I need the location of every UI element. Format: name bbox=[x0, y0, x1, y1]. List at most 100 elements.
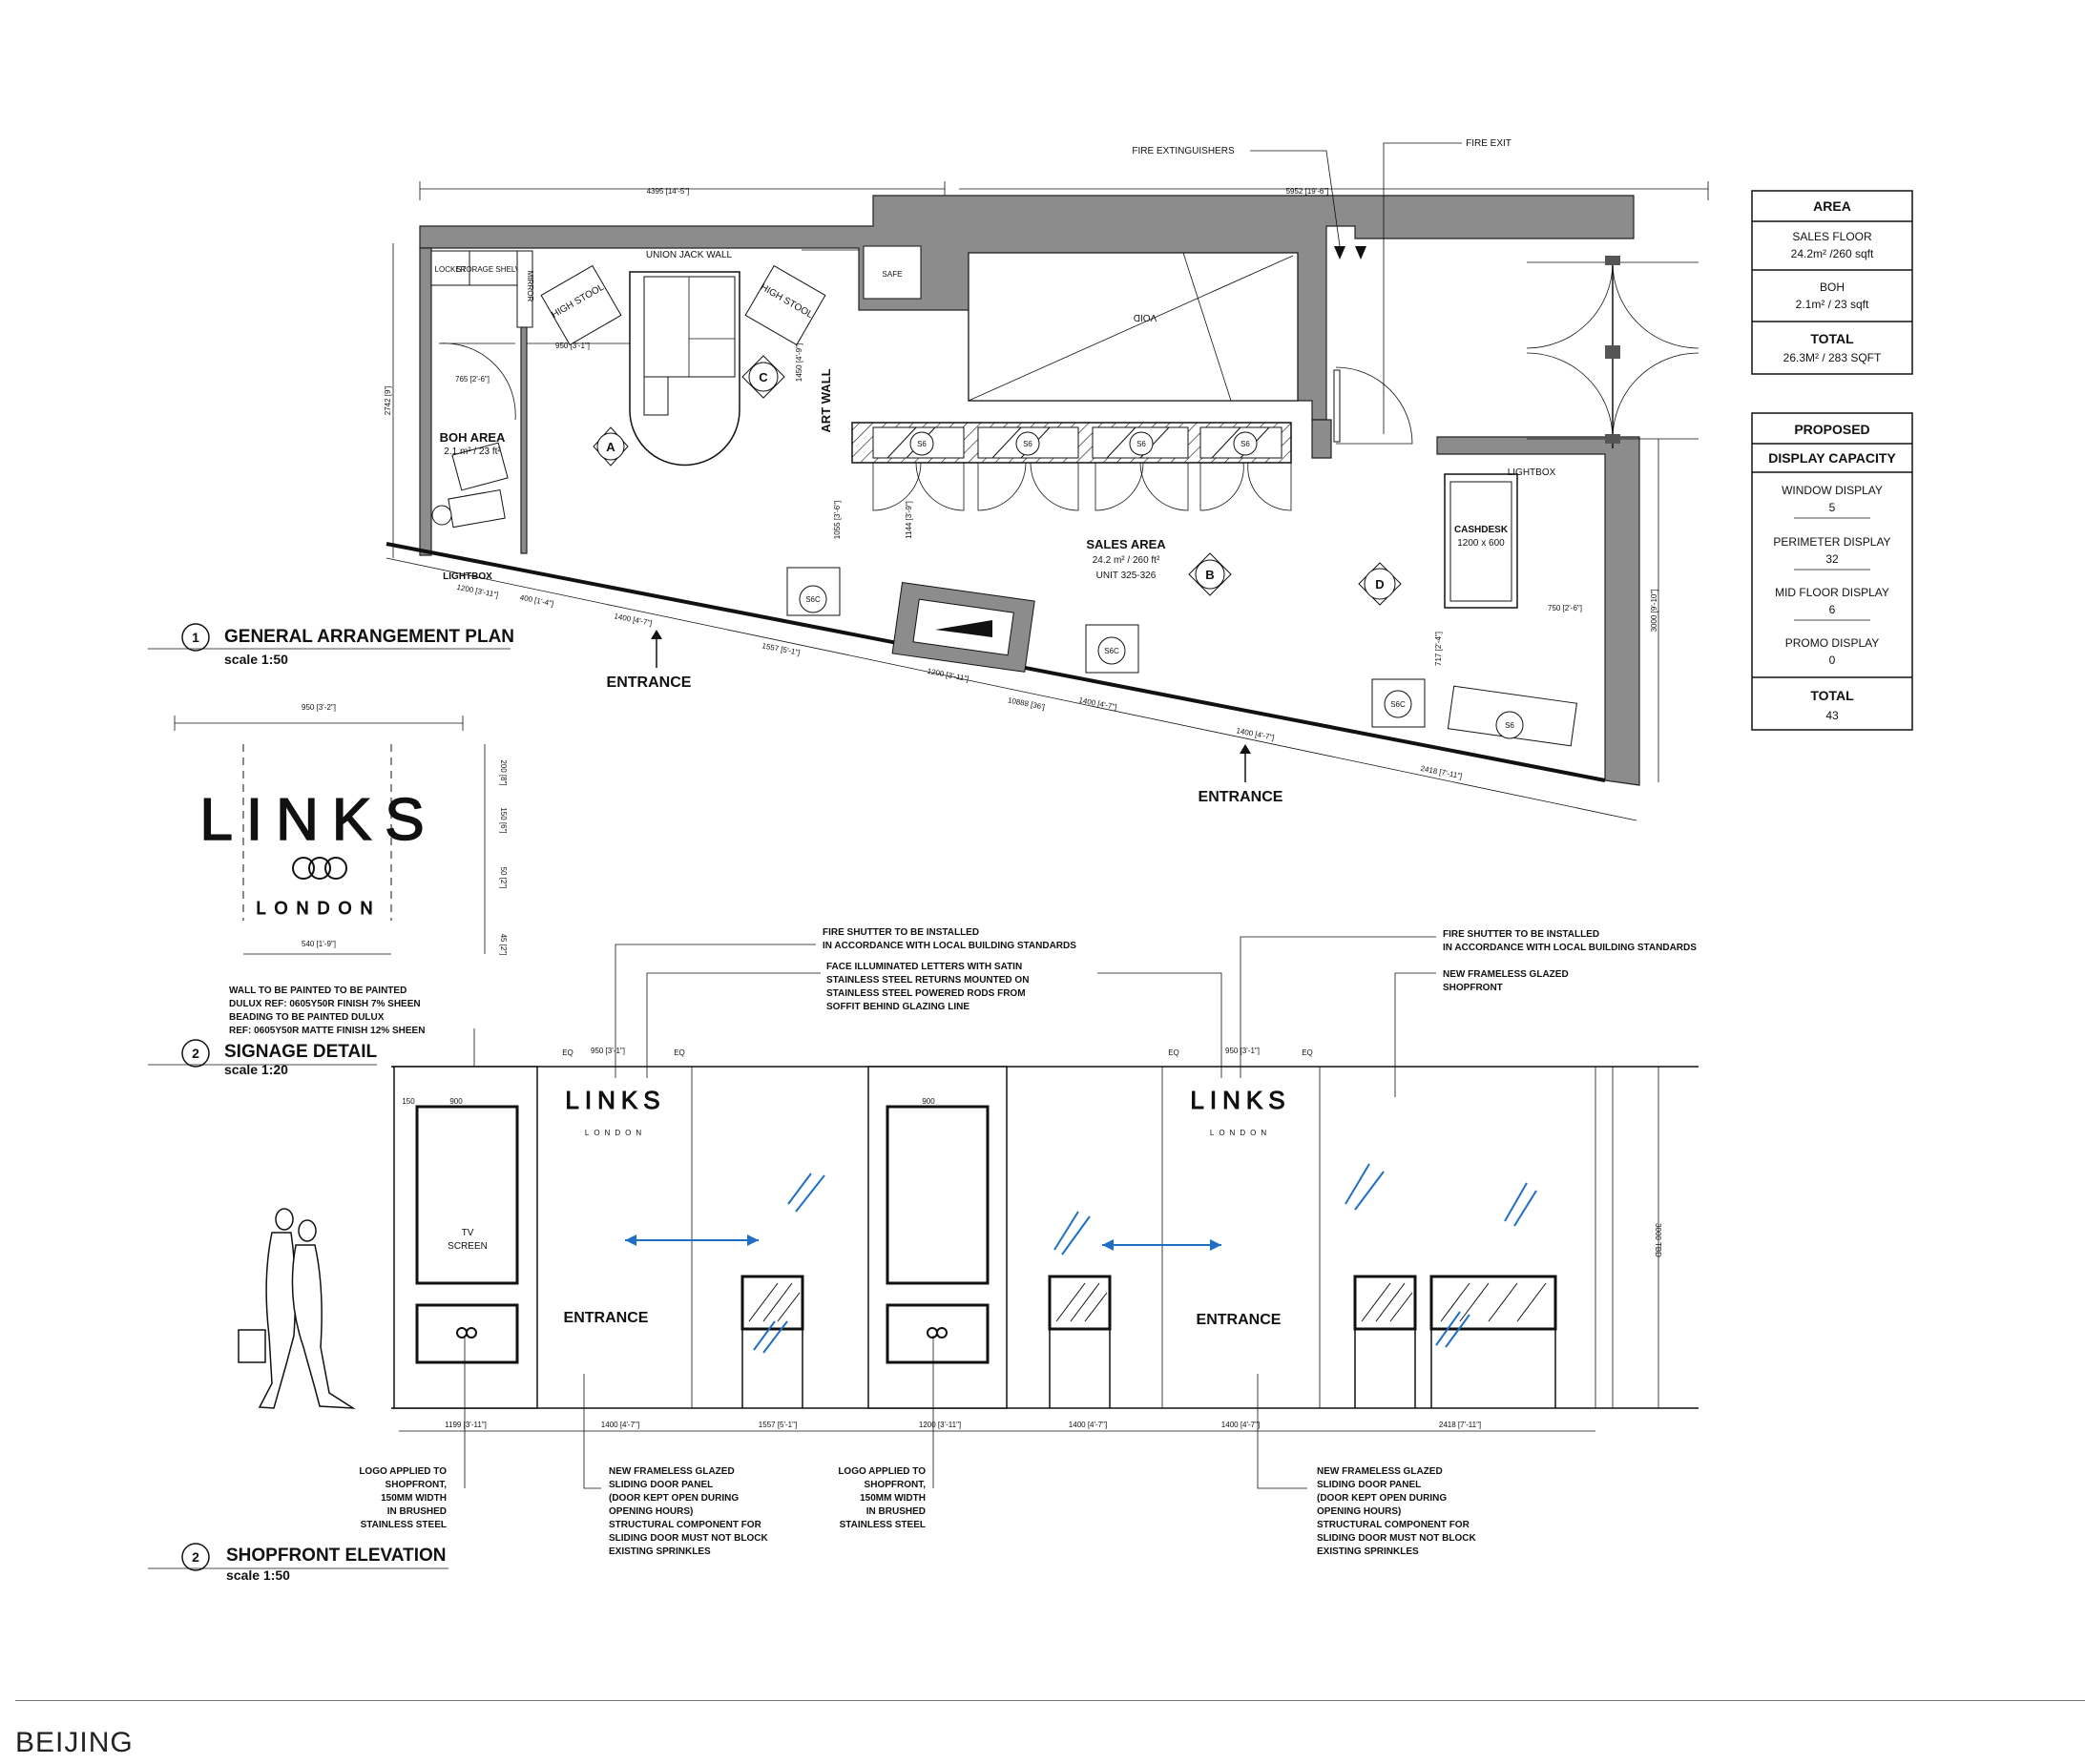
elevation-number: 2 bbox=[192, 1549, 199, 1565]
glass-reflection-marks bbox=[753, 1163, 1537, 1354]
display-case-2 bbox=[1048, 1275, 1112, 1408]
elev-dim-2: 1400 [4'-7"] bbox=[601, 1421, 639, 1429]
dim-bottom-1: 1200 [3'-11"] bbox=[456, 583, 499, 599]
note-wall-paint: WALL TO BE PAINTED TO BE PAINTED DULUX R… bbox=[229, 986, 425, 1036]
note-letters: FACE ILLUMINATED LETTERS WITH SATIN STAI… bbox=[826, 962, 1029, 1012]
sales-area-size: 24.2 m² / 260 ft² bbox=[1093, 555, 1160, 566]
dim-bottom-5: 1200 [3'-11"] bbox=[927, 667, 970, 683]
svg-text:DULUX REF: 0605Y50R FINISH 7%: DULUX REF: 0605Y50R FINISH 7% SHEEN bbox=[229, 999, 421, 1009]
elevation-title: SHOPFRONT ELEVATION bbox=[226, 1546, 446, 1566]
lightbox-label-2: LIGHTBOX bbox=[1508, 467, 1556, 478]
mid-floor-fixture-1: S6C bbox=[786, 567, 841, 616]
svg-text:STRUCTURAL COMPONENT FOR: STRUCTURAL COMPONENT FOR bbox=[609, 1520, 762, 1530]
dim-bottom-total: 10888 [36'] bbox=[1007, 695, 1045, 711]
display-case-3 bbox=[1353, 1275, 1417, 1408]
note-logo-2: LOGO APPLIED TO SHOPFRONT, 150MM WIDTH I… bbox=[838, 1466, 926, 1530]
svg-text:OPENING HOURS): OPENING HOURS) bbox=[609, 1506, 693, 1517]
union-jack-wall-label: UNION JACK WALL bbox=[646, 250, 733, 260]
sales-area-label: SALES AREA bbox=[1086, 537, 1166, 551]
fire-extinguishers-label: FIRE EXTINGUISHERS bbox=[1132, 146, 1235, 156]
svg-text:STRUCTURAL COMPONENT FOR: STRUCTURAL COMPONENT FOR bbox=[1317, 1520, 1470, 1530]
fire-exit-label: FIRE EXIT bbox=[1466, 138, 1512, 149]
plan-number: 1 bbox=[192, 630, 199, 645]
dim-950-1: 950 [3'-1"] bbox=[591, 1047, 625, 1055]
svg-text:FIRE SHUTTER TO BE INSTALLED: FIRE SHUTTER TO BE INSTALLED bbox=[823, 927, 979, 938]
ceiling-dim: 3000 TBD bbox=[1654, 1223, 1662, 1257]
dim-750: 750 [2'-6"] bbox=[1548, 604, 1582, 612]
dim-bottom-8: 2418 [7'-11"] bbox=[1420, 764, 1463, 780]
dim-900-2: 900 bbox=[922, 1097, 935, 1106]
dim-top-left: 4395 [14'-5"] bbox=[647, 187, 690, 196]
svg-text:SAFE: SAFE bbox=[883, 270, 903, 279]
svg-text:IN ACCORDANCE WITH LOCAL BUILD: IN ACCORDANCE WITH LOCAL BUILDING STANDA… bbox=[823, 941, 1076, 951]
boh-area-label: BOH AREA bbox=[440, 430, 506, 445]
signage-logo-sub: LONDON bbox=[256, 899, 381, 918]
svg-text:SLIDING DOOR PANEL: SLIDING DOOR PANEL bbox=[609, 1480, 713, 1490]
svg-text:S6C: S6C bbox=[1104, 647, 1119, 655]
svg-text:150MM WIDTH: 150MM WIDTH bbox=[381, 1493, 447, 1504]
general-arrangement-plan: 4395 [14'-5"] 5952 [19'-6"] 2742 [9'] 30… bbox=[148, 138, 1709, 821]
fixture-s6-1: S6 bbox=[917, 440, 927, 448]
tv-screen-label-2: SCREEN bbox=[448, 1241, 488, 1252]
fixture-s6-2: S6 bbox=[1023, 440, 1032, 448]
dim-bottom-3: 1400 [4'-7"] bbox=[614, 612, 653, 628]
fixture-s6-3: S6 bbox=[1136, 440, 1146, 448]
svg-text:REF: 0605Y50R MATTE FINISH 12%: REF: 0605Y50R MATTE FINISH 12% SHEEN bbox=[229, 1026, 425, 1036]
footer-location: BEIJING bbox=[15, 1727, 134, 1758]
svg-text:NEW FRAMELESS GLAZED: NEW FRAMELESS GLAZED bbox=[1317, 1466, 1443, 1477]
eq-1: EQ bbox=[562, 1048, 573, 1057]
svg-text:NEW FRAMELESS GLAZED: NEW FRAMELESS GLAZED bbox=[609, 1466, 735, 1477]
capacity-window-label: WINDOW DISPLAY bbox=[1782, 484, 1883, 497]
elev-logo-main-2: LINKS bbox=[1190, 1086, 1290, 1114]
signage-scale: scale 1:20 bbox=[224, 1062, 288, 1077]
area-sales-floor-value: 24.2m² /260 sqft bbox=[1791, 247, 1874, 260]
svg-text:SLIDING DOOR PANEL: SLIDING DOOR PANEL bbox=[1317, 1480, 1421, 1490]
note-logo-1: LOGO APPLIED TO SHOPFRONT, 150MM WIDTH I… bbox=[359, 1466, 447, 1530]
elev-logo-main-1: LINKS bbox=[565, 1086, 665, 1114]
capacity-promo-label: PROMO DISPLAY bbox=[1785, 636, 1879, 650]
signage-links-rings bbox=[292, 857, 347, 880]
boh-area-size: 2.1 m² / 23 ft² bbox=[444, 446, 501, 457]
shopfront-elevation: WALL TO BE PAINTED TO BE PAINTED DULUX R… bbox=[148, 927, 1699, 1583]
svg-text:IN BRUSHED: IN BRUSHED bbox=[387, 1506, 447, 1517]
svg-text:LOGO APPLIED TO: LOGO APPLIED TO bbox=[838, 1466, 926, 1477]
plan-column bbox=[1311, 419, 1332, 459]
capacity-midfloor-value: 6 bbox=[1829, 603, 1836, 616]
capacity-midfloor-label: MID FLOOR DISPLAY bbox=[1775, 586, 1889, 599]
svg-text:EXISTING SPRINKLES: EXISTING SPRINKLES bbox=[1317, 1546, 1419, 1557]
svg-text:STAINLESS STEEL RETURNS MOUNTE: STAINLESS STEEL RETURNS MOUNTED ON bbox=[826, 975, 1029, 986]
entrance-label-2: ENTRANCE bbox=[1199, 789, 1283, 805]
note-door-2: NEW FRAMELESS GLAZED SLIDING DOOR PANEL … bbox=[1317, 1466, 1476, 1557]
capacity-perimeter-value: 32 bbox=[1825, 552, 1839, 566]
lightbox-label-1: LIGHTBOX bbox=[443, 571, 492, 582]
dim-150-1: 150 bbox=[402, 1097, 415, 1106]
capacity-header-2: DISPLAY CAPACITY bbox=[1768, 450, 1896, 466]
svg-text:SHOPFRONT: SHOPFRONT bbox=[1443, 983, 1503, 993]
svg-text:SHOPFRONT,: SHOPFRONT, bbox=[386, 1480, 448, 1490]
dim-1055: 1055 [3'-6"] bbox=[833, 501, 842, 539]
window-displays: S6 S6 S6 S6 bbox=[851, 422, 1292, 511]
display-capacity-table: PROPOSED DISPLAY CAPACITY WINDOW DISPLAY… bbox=[1751, 412, 1913, 731]
area-table: AREA SALES FLOOR 24.2m² /260 sqft BOH 2.… bbox=[1751, 190, 1913, 375]
capacity-promo-value: 0 bbox=[1829, 654, 1836, 667]
elevation-scale: scale 1:50 bbox=[226, 1567, 290, 1583]
svg-text:D: D bbox=[1375, 577, 1384, 591]
plan-scale: scale 1:50 bbox=[224, 652, 288, 667]
eq-2: EQ bbox=[674, 1048, 685, 1057]
area-total-value: 26.3M² / 283 SQFT bbox=[1783, 351, 1882, 364]
svg-text:(DOOR KEPT OPEN DURING: (DOOR KEPT OPEN DURING bbox=[609, 1493, 739, 1504]
dim-left-height: 2742 [9'] bbox=[384, 386, 392, 415]
elev-dim-1: 1199 [3'-11"] bbox=[445, 1421, 487, 1429]
svg-text:EXISTING SPRINKLES: EXISTING SPRINKLES bbox=[609, 1546, 711, 1557]
note-door-1: NEW FRAMELESS GLAZED SLIDING DOOR PANEL … bbox=[609, 1466, 768, 1557]
svg-text:WALL TO BE PAINTED TO BE PAINT: WALL TO BE PAINTED TO BE PAINTED bbox=[229, 986, 407, 996]
svg-text:C: C bbox=[759, 370, 768, 384]
elev-entrance-2: ENTRANCE bbox=[1197, 1312, 1282, 1328]
void-label: VOID bbox=[1134, 312, 1157, 322]
zone-marker-d: D bbox=[1358, 562, 1402, 606]
svg-text:SOFFIT BEHIND GLAZING LINE: SOFFIT BEHIND GLAZING LINE bbox=[826, 1002, 970, 1012]
dim-900-1: 900 bbox=[449, 1097, 463, 1106]
elev-dim-5: 1400 [4'-7"] bbox=[1069, 1421, 1107, 1429]
plan-title: GENERAL ARRANGEMENT PLAN bbox=[224, 627, 514, 647]
svg-text:SLIDING DOOR MUST NOT BLOCK: SLIDING DOOR MUST NOT BLOCK bbox=[1317, 1533, 1476, 1544]
